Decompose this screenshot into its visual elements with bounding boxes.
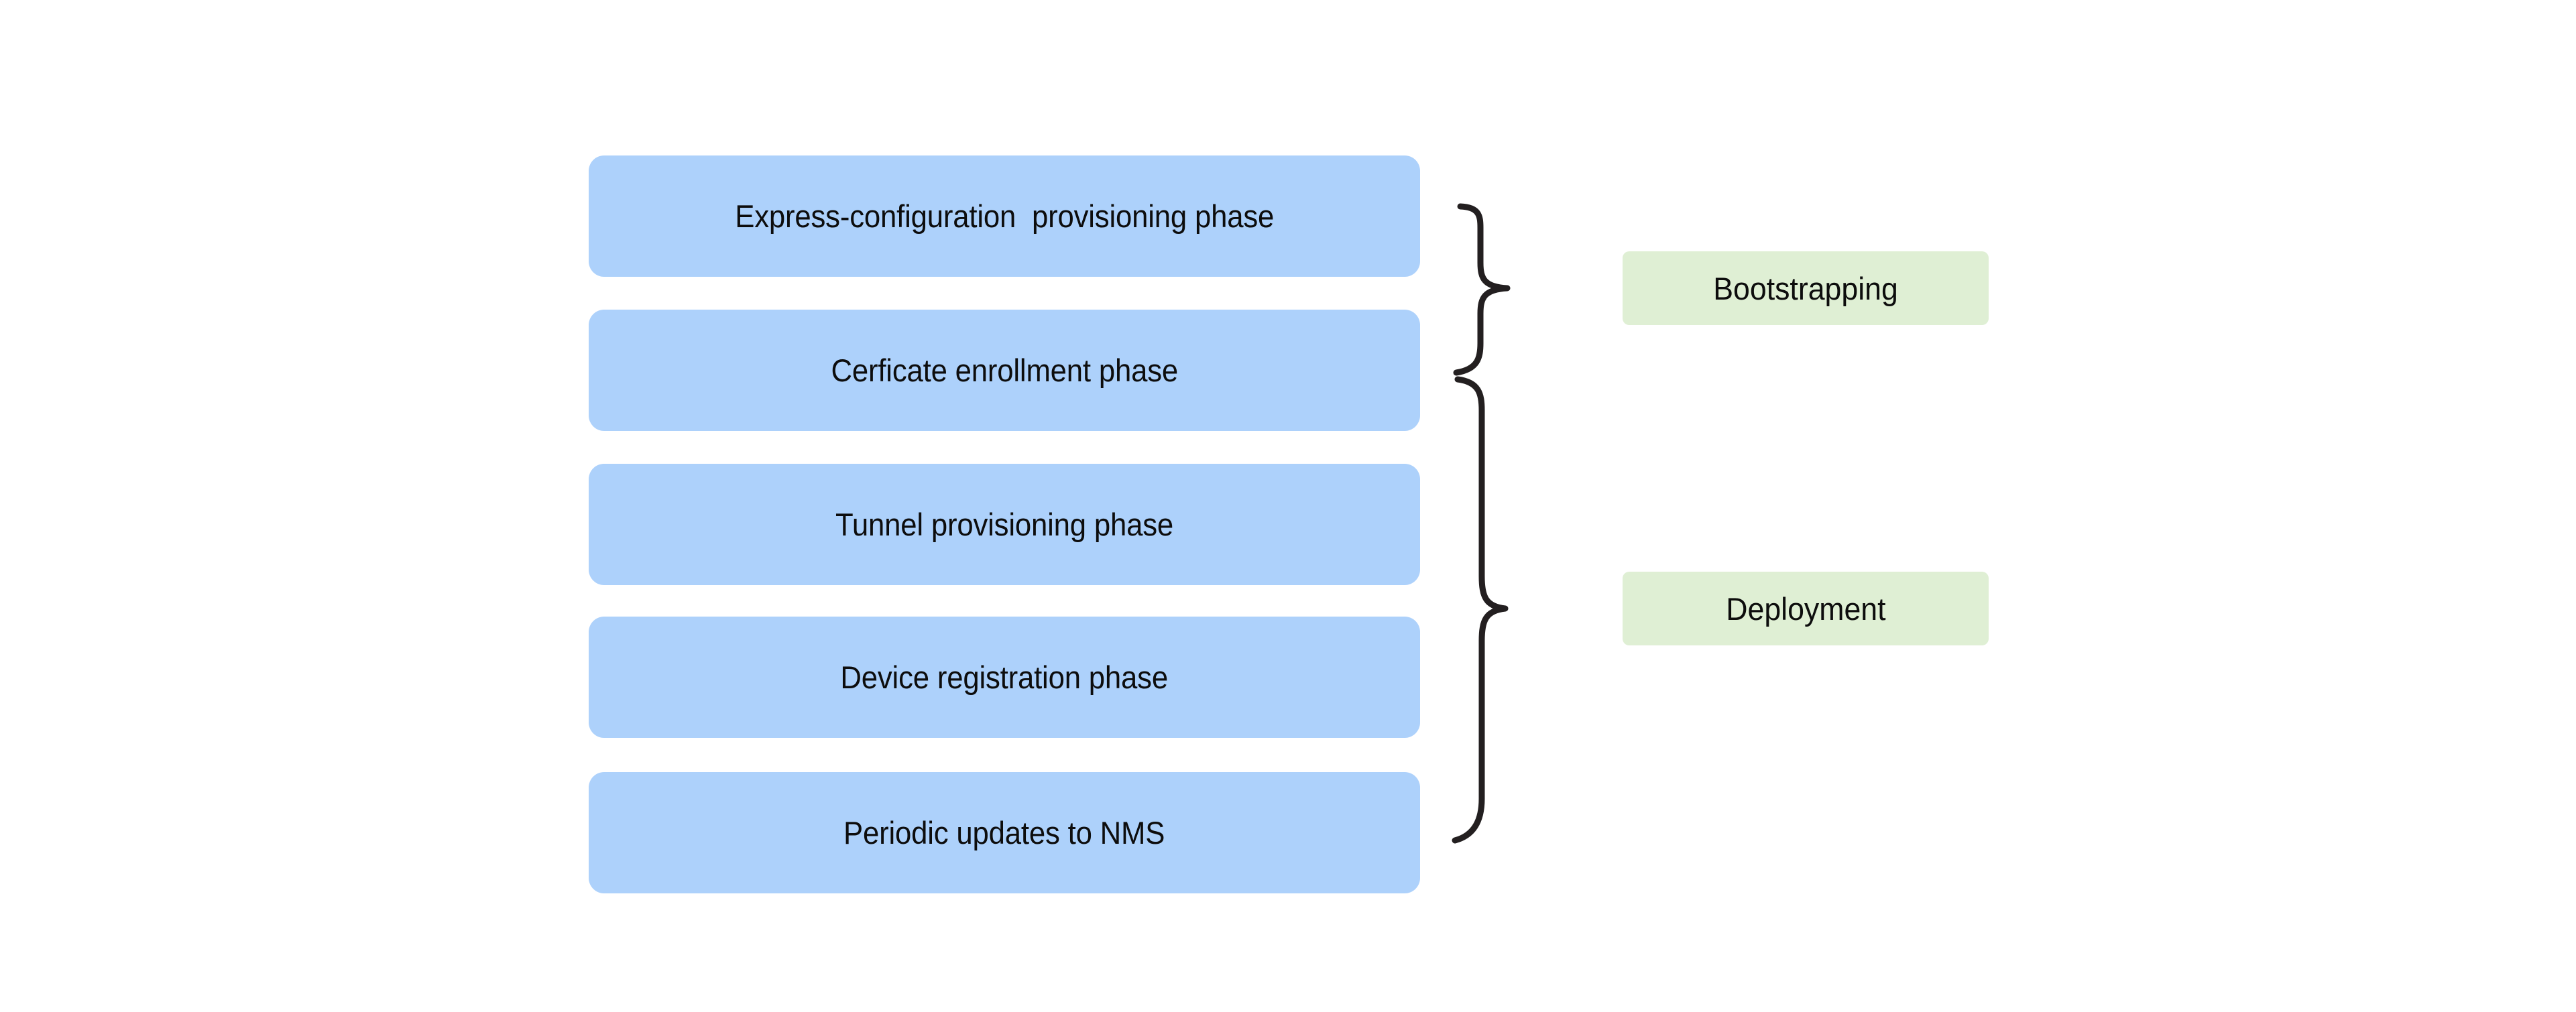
phase-label: Tunnel provisioning phase [835,507,1174,542]
group-label-bootstrapping[interactable]: Bootstrapping [1623,251,1989,325]
group-label-text: Deployment [1725,590,1886,627]
phase-label: Express-configuration provisioning phase [735,198,1274,234]
phase-box-tunnel-provisioning-phase[interactable]: Tunnel provisioning phase [589,464,1420,585]
group-label-text: Bootstrapping [1713,270,1898,306]
group-label-deployment[interactable]: Deployment [1623,572,1989,645]
phase-box-device-registration-phase[interactable]: Device registration phase [589,617,1420,738]
brace-bootstrapping-icon [1453,203,1511,376]
brace-deployment-icon [1452,376,1509,844]
phase-label: Cerficate enrollment phase [831,353,1178,388]
phase-label: Device registration phase [840,659,1169,695]
phase-box-cerficate-enrollment-phase[interactable]: Cerficate enrollment phase [589,310,1420,431]
phase-box-periodic-updates-to-nms[interactable]: Periodic updates to NMS [589,772,1420,893]
phase-label: Periodic updates to NMS [843,815,1165,850]
phase-box-express-configuration-provisioning-phase[interactable]: Express-configuration provisioning phase [589,155,1420,277]
